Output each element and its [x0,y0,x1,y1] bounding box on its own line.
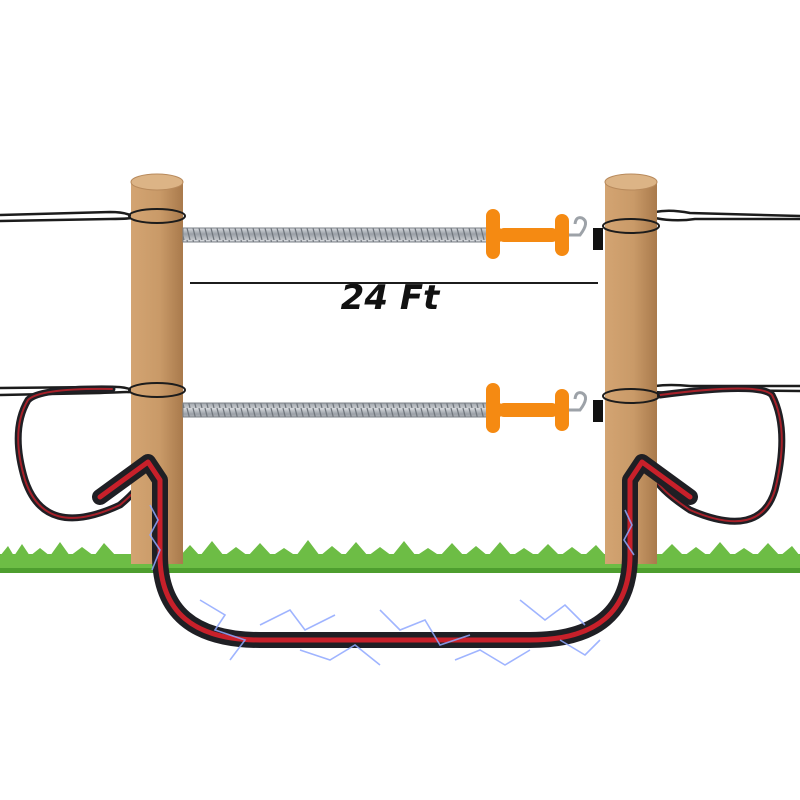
feed-cable-right [651,385,786,525]
insulator-icon [593,228,603,250]
insulator-icon [593,400,603,422]
gate-handle-icon[interactable] [486,383,587,433]
fence-wires-right [654,209,800,394]
underground-cable [92,454,698,648]
gate-spring-lower [182,402,489,418]
lightning-icon [149,504,635,666]
grass-ground [0,540,800,573]
measurement-label: 24 Ft [340,278,440,318]
feed-cable-left [14,385,146,522]
fence-wires-left [0,210,133,397]
gate-handle-icon[interactable] [486,209,587,259]
gate-spring-upper [182,227,489,243]
